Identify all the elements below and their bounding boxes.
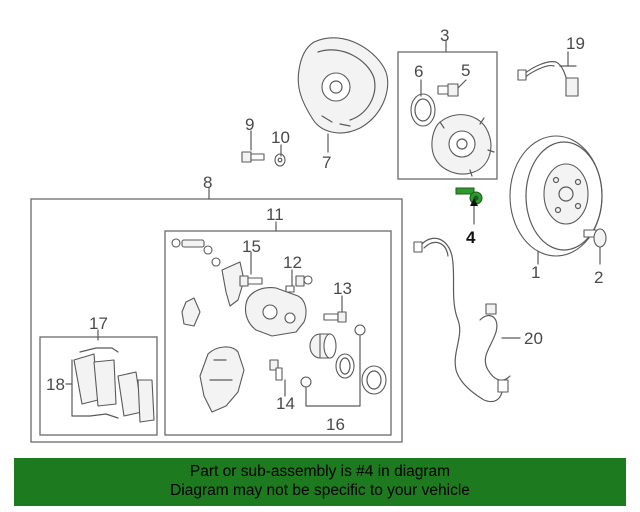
group-box-8 bbox=[30, 198, 403, 443]
piston-seal[interactable] bbox=[335, 353, 355, 379]
callout-1: 1 bbox=[531, 263, 540, 282]
banner-line-disclaimer: Diagram may not be specific to your vehi… bbox=[170, 482, 470, 499]
callout-14: 14 bbox=[276, 394, 295, 413]
caliper-bolt-part-13[interactable] bbox=[323, 311, 347, 323]
dust-shield-part-7[interactable] bbox=[297, 37, 389, 134]
caliper-housing[interactable] bbox=[244, 287, 307, 337]
piston[interactable] bbox=[309, 333, 337, 359]
callout-7: 7 bbox=[322, 153, 331, 172]
banner-line-part-number: Part or sub-assembly is #4 in diagram bbox=[189, 463, 451, 480]
callout-15: 15 bbox=[242, 237, 261, 256]
callout-16: 16 bbox=[326, 415, 345, 434]
bleeder-screw-part-12[interactable] bbox=[285, 275, 313, 293]
hub-assembly-part-3[interactable] bbox=[431, 114, 495, 177]
callout-8: 8 bbox=[203, 173, 212, 192]
callout-18: 18 bbox=[46, 375, 65, 394]
caliper-carrier[interactable] bbox=[199, 346, 245, 413]
brake-pad-kit-part-17[interactable] bbox=[73, 347, 155, 423]
callout-9: 9 bbox=[245, 115, 254, 134]
group-box-3 bbox=[397, 51, 498, 180]
caliper-bracket[interactable] bbox=[221, 261, 245, 307]
callout-6: 6 bbox=[414, 62, 423, 81]
callout-11: 11 bbox=[266, 205, 284, 224]
brake-rotor-part-1[interactable] bbox=[509, 135, 603, 257]
tone-ring-part-6[interactable] bbox=[410, 93, 436, 127]
speed-sensor-part-19[interactable] bbox=[517, 61, 579, 97]
info-banner: Part or sub-assembly is #4 in diagram Di… bbox=[14, 458, 626, 506]
washer-part-10[interactable] bbox=[274, 153, 286, 167]
callout-13: 13 bbox=[333, 279, 352, 298]
callout-3: 3 bbox=[440, 26, 449, 45]
pad-shims-part-18[interactable] bbox=[71, 359, 91, 417]
guide-pin-assembly[interactable] bbox=[171, 238, 221, 267]
callout-5: 5 bbox=[461, 61, 470, 80]
bolt-part-14[interactable] bbox=[269, 359, 283, 381]
callout-4: 4 bbox=[466, 228, 476, 247]
callout-2: 2 bbox=[594, 268, 603, 287]
callout-19: 19 bbox=[566, 34, 585, 53]
callout-10: 10 bbox=[271, 128, 290, 147]
callout-12: 12 bbox=[283, 253, 302, 272]
guide-pin-bolt-part-15[interactable] bbox=[239, 275, 263, 287]
callout-17: 17 bbox=[89, 314, 108, 333]
bracket-clip[interactable] bbox=[181, 297, 201, 327]
hub-bolt-part-5[interactable] bbox=[437, 83, 459, 97]
rotor-screw-part-2[interactable] bbox=[583, 228, 607, 248]
group-box-11 bbox=[164, 230, 392, 436]
callout-20: 20 bbox=[524, 329, 543, 348]
bushing-part-16[interactable] bbox=[300, 324, 366, 388]
bolt-part-9[interactable] bbox=[241, 151, 265, 163]
sensor-harness-part-20[interactable] bbox=[413, 237, 511, 403]
highlighted-bolt-part-4[interactable] bbox=[455, 187, 483, 205]
dust-boot[interactable] bbox=[361, 365, 387, 395]
